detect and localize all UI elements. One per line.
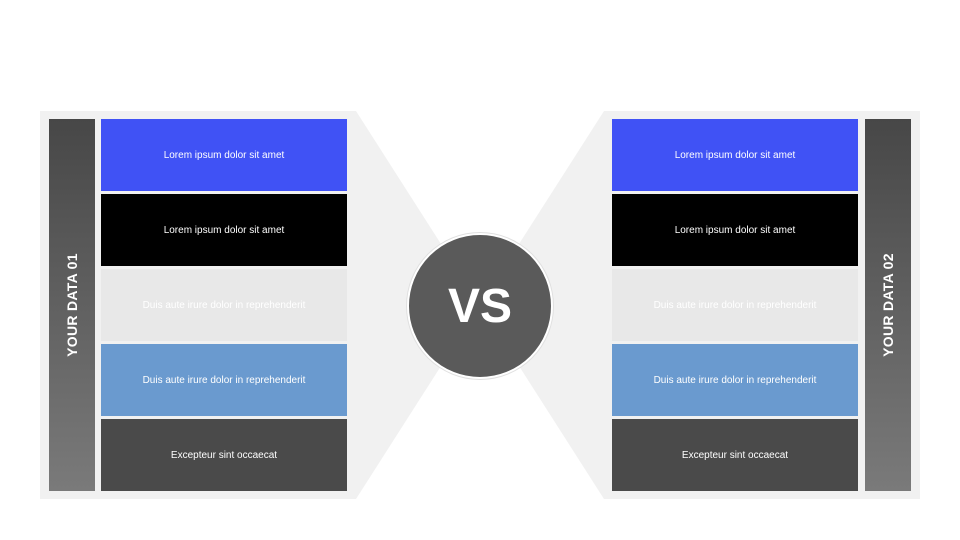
left-row-3: Duis aute irure dolor in reprehenderit — [101, 269, 347, 341]
left-rows: Lorem ipsum dolor sit amet Lorem ipsum d… — [101, 119, 347, 494]
right-row-4-text: Duis aute irure dolor in reprehenderit — [653, 374, 817, 386]
left-row-4-text: Duis aute irure dolor in reprehenderit — [142, 374, 306, 386]
vs-label: VS — [447, 279, 513, 333]
right-row-2-text: Lorem ipsum dolor sit amet — [674, 224, 796, 236]
right-row-2: Lorem ipsum dolor sit amet — [612, 194, 858, 266]
left-row-5: Excepteur sint occaecat — [101, 419, 347, 491]
vs-circle: VS — [407, 233, 553, 379]
right-row-5: Excepteur sint occaecat — [612, 419, 858, 491]
right-row-1-text: Lorem ipsum dolor sit amet — [674, 149, 796, 161]
right-row-1: Lorem ipsum dolor sit amet — [612, 119, 858, 191]
left-row-4: Duis aute irure dolor in reprehenderit — [101, 344, 347, 416]
left-row-2: Lorem ipsum dolor sit amet — [101, 194, 347, 266]
left-side-label: YOUR DATA 01 — [64, 253, 80, 357]
right-side-label-bar: YOUR DATA 02 — [865, 119, 911, 491]
left-side-label-bar: YOUR DATA 01 — [49, 119, 95, 491]
right-rows: Lorem ipsum dolor sit amet Lorem ipsum d… — [612, 119, 858, 494]
right-row-3: Duis aute irure dolor in reprehenderit — [612, 269, 858, 341]
left-row-3-text: Duis aute irure dolor in reprehenderit — [142, 299, 306, 311]
left-row-5-text: Excepteur sint occaecat — [170, 449, 278, 461]
left-row-1: Lorem ipsum dolor sit amet — [101, 119, 347, 191]
right-side-label: YOUR DATA 02 — [880, 253, 896, 357]
right-row-5-text: Excepteur sint occaecat — [681, 449, 789, 461]
left-row-2-text: Lorem ipsum dolor sit amet — [163, 224, 285, 236]
right-row-3-text: Duis aute irure dolor in reprehenderit — [653, 299, 817, 311]
right-row-4: Duis aute irure dolor in reprehenderit — [612, 344, 858, 416]
left-row-1-text: Lorem ipsum dolor sit amet — [163, 149, 285, 161]
